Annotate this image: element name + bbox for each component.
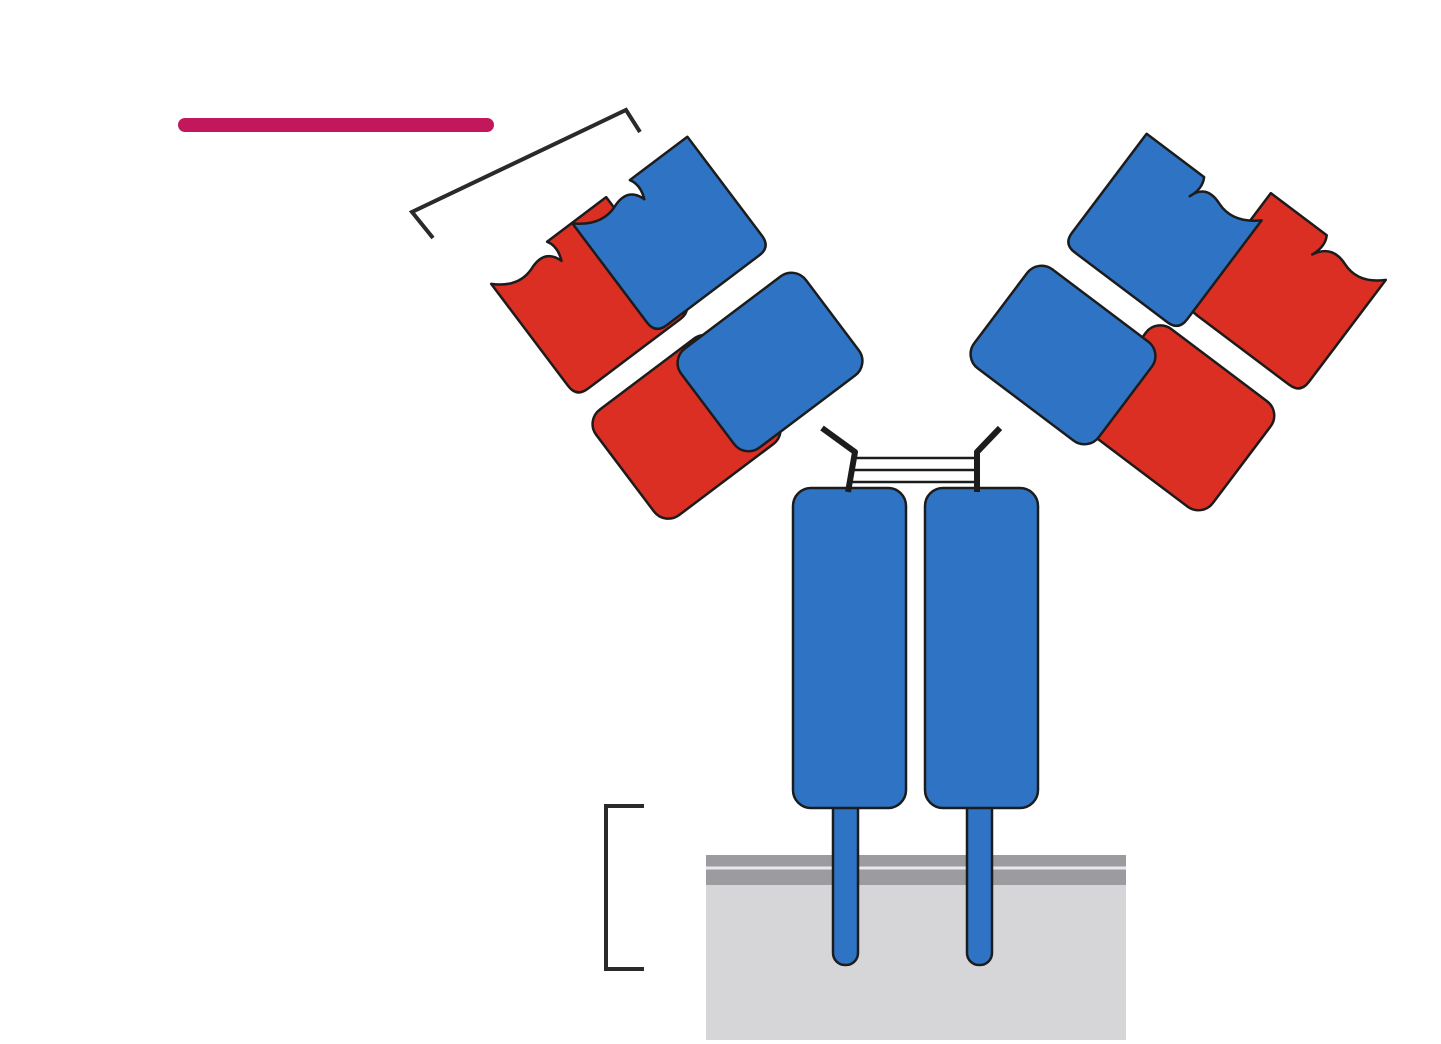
cell-membrane	[706, 855, 1126, 1040]
right-heavy-chain-variable	[1067, 132, 1263, 328]
membrane-region-bracket	[604, 804, 644, 971]
membrane-band	[706, 855, 1126, 885]
transmembrane-tails	[831, 793, 994, 967]
tail-right	[965, 793, 994, 967]
hinge-left	[820, 425, 858, 493]
right-heavy-chain-constant-1	[969, 264, 1157, 446]
variable-region-bracket	[408, 107, 642, 240]
left-heavy-chain-constant-1	[676, 271, 864, 453]
heavy-chain-constant-left	[791, 486, 908, 810]
heavy-chain-constant-right	[923, 486, 1040, 810]
hinge-right	[974, 425, 1003, 492]
heavy-chain-stem	[791, 486, 1040, 810]
hinge-region	[820, 425, 1003, 493]
left-fab-arm	[489, 135, 864, 520]
left-heavy-chain-variable	[571, 135, 767, 331]
tail-left	[831, 793, 860, 967]
right-fab-arm	[969, 132, 1388, 512]
cytoplasm-region	[706, 885, 1126, 1040]
